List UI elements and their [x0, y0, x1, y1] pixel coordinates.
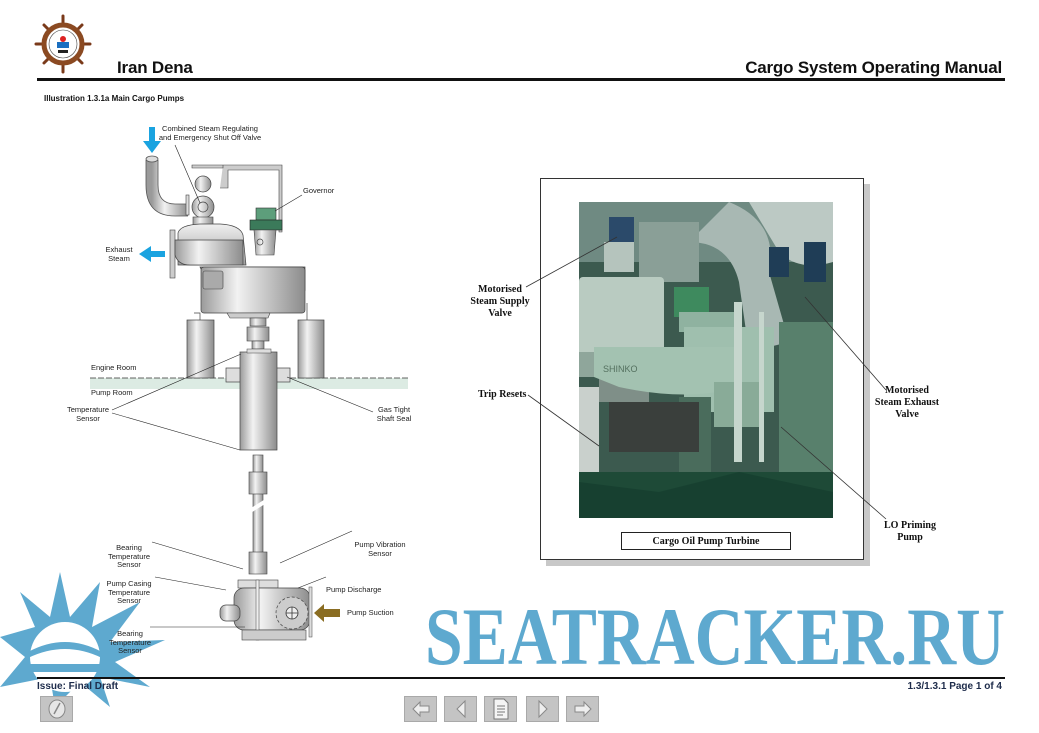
manual-title: Cargo System Operating Manual	[745, 58, 1002, 77]
illustration-title: Illustration 1.3.1a Main Cargo Pumps	[44, 94, 185, 103]
photo-caption: Cargo Oil Pump Turbine	[621, 532, 791, 550]
arrow-right-icon	[574, 700, 592, 718]
footer-rule	[37, 677, 1005, 679]
header-rule	[37, 78, 1005, 81]
chevron-left-icon	[455, 699, 465, 719]
issue-status: Issue: Final Draft	[37, 681, 119, 692]
label-engine-room: Engine Room	[91, 363, 137, 372]
back-button[interactable]	[40, 696, 73, 722]
first-page-button[interactable]	[404, 696, 437, 722]
nameplate-text: SHINKO	[603, 364, 638, 374]
back-icon	[48, 699, 65, 719]
cargo-pump-diagram	[90, 127, 408, 641]
company-name: Iran Dena	[117, 58, 193, 77]
page-reference: 1.3/1.3.1 Page 1 of 4	[907, 681, 1003, 692]
next-page-button[interactable]	[526, 696, 559, 722]
label-trip-resets: Trip Resets	[478, 389, 527, 400]
watermark: SEATRACKER.RU	[425, 591, 1005, 672]
contents-button[interactable]	[484, 696, 517, 722]
previous-page-button[interactable]	[444, 696, 477, 722]
suction-arrow	[314, 604, 340, 622]
governor	[255, 207, 277, 221]
document-icon	[493, 698, 508, 720]
label-pump-suction: Pump Suction	[347, 608, 394, 617]
label-governor: Governor	[303, 186, 335, 195]
exhaust-arrow	[139, 246, 165, 262]
arrow-left-icon	[411, 700, 429, 718]
label-pump-discharge: Pump Discharge	[326, 585, 382, 594]
chevron-right-icon	[538, 699, 548, 719]
ship-wheel-logo	[34, 14, 92, 74]
watermark-text: SEATRACKER.RU	[425, 591, 1005, 672]
last-page-button[interactable]	[566, 696, 599, 722]
label-pump-room: Pump Room	[91, 388, 133, 397]
steam-inlet-arrow	[143, 127, 161, 153]
turbine-photo: SHINKO	[579, 202, 833, 518]
